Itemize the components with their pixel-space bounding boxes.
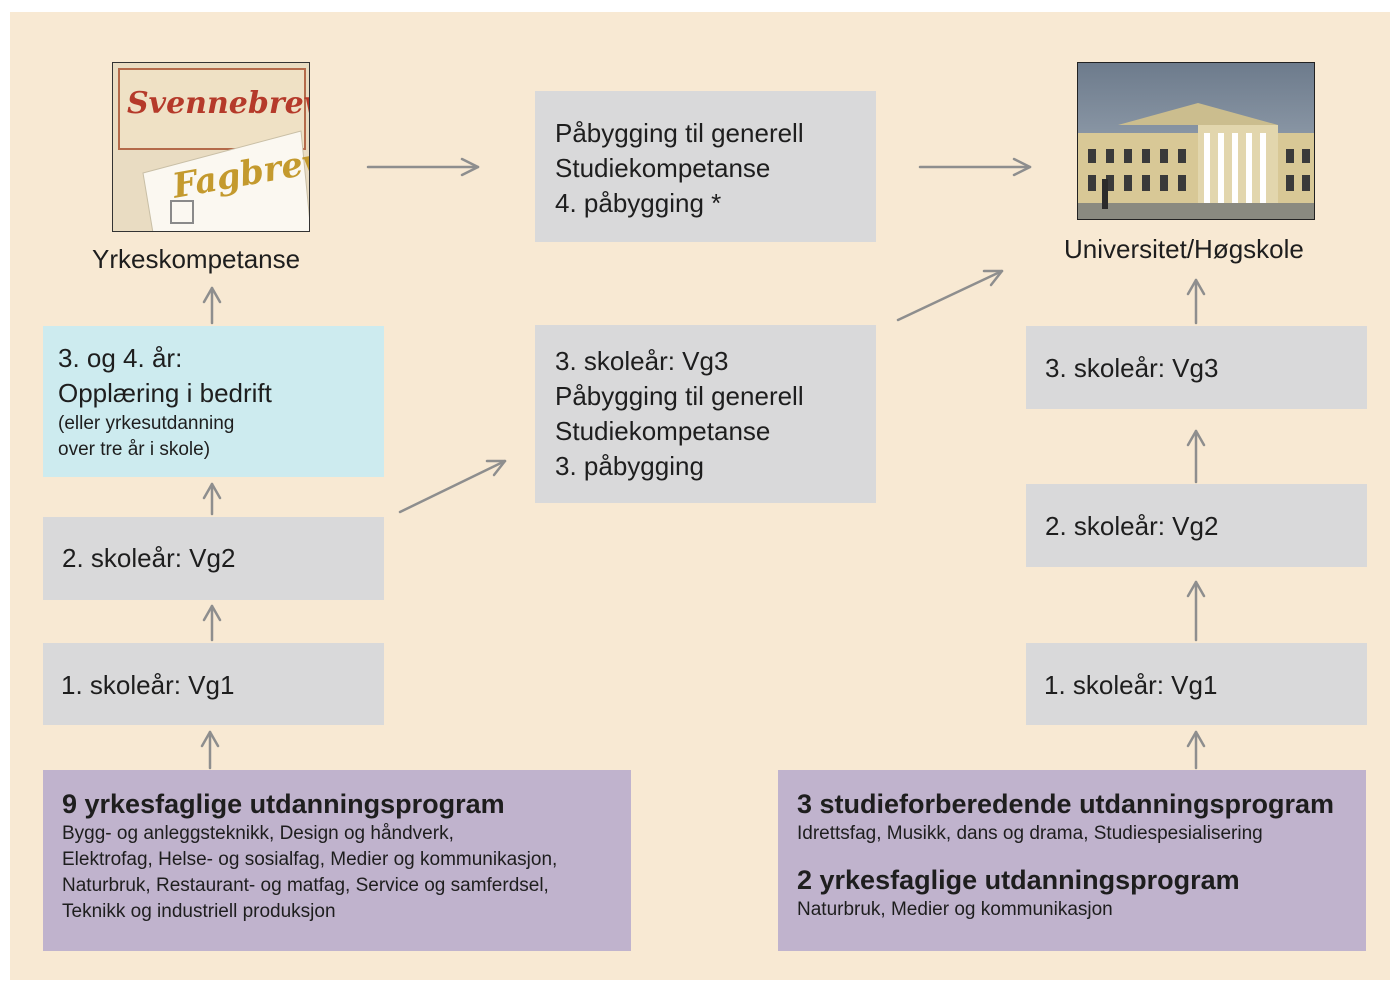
year34-note-1: (eller yrkesutdanning (58, 413, 235, 434)
left-program-line-1: Bygg- og anleggsteknikk, Design og håndv… (62, 823, 454, 844)
right-program1-text: Idrettsfag, Musikk, dans og drama, Studi… (797, 823, 1263, 844)
left-program-line-4: Teknikk og industriell produksjon (62, 901, 336, 922)
right-program1-title: 3 studieforberedende utdanningsprogram (797, 789, 1335, 819)
middle-top-line-1: Påbygging til generell (555, 118, 804, 148)
arrow-left-vg2-to-year34 (202, 482, 222, 516)
arrow-left-year34-to-top (202, 286, 222, 325)
left-year34-box: 3. og 4. år: Opplæring i bedrift (eller … (43, 326, 384, 477)
arrow-top-middle-to-right (918, 157, 1032, 177)
certificate-image: Svennebrev Fagbrev (112, 62, 310, 232)
arrow-left-vg2-to-middle (398, 459, 507, 514)
left-vg1-box: 1. skoleår: Vg1 (43, 643, 384, 725)
right-vg2-box: 2. skoleår: Vg2 (1026, 484, 1367, 567)
middle-bottom-line-1: 3. skoleår: Vg3 (555, 346, 729, 376)
arrow-left-vg1-to-vg2 (202, 604, 222, 642)
middle-bottom-box: 3. skoleår: Vg3 Påbygging til generell S… (535, 325, 876, 503)
left-program-line-3: Naturbruk, Restaurant- og matfag, Servic… (62, 875, 549, 896)
arrow-left-program-to-vg1 (200, 730, 220, 770)
arrow-right-vg1-to-vg2 (1186, 580, 1206, 642)
arrow-right-program-to-vg1 (1186, 730, 1206, 770)
right-vg2-label: 2. skoleår: Vg2 (1045, 511, 1219, 541)
right-vg1-box: 1. skoleår: Vg1 (1026, 643, 1367, 725)
middle-bottom-line-2: Påbygging til generell (555, 381, 804, 411)
left-program-box: 9 yrkesfaglige utdanningsprogram Bygg- o… (43, 770, 631, 951)
right-vg3-label: 3. skoleår: Vg3 (1045, 353, 1219, 383)
arrow-middle-to-university (896, 269, 1004, 322)
right-top-label: Universitet/Høgskole (1064, 234, 1304, 264)
university-illustration (1078, 63, 1314, 219)
left-vg2-box: 2. skoleår: Vg2 (43, 517, 384, 600)
middle-top-line-2: Studiekompetanse (555, 153, 771, 183)
middle-top-line-3: 4. påbygging * (555, 188, 722, 218)
left-vg1-label: 1. skoleår: Vg1 (61, 670, 235, 700)
certificate-illustration: Svennebrev Fagbrev (113, 63, 310, 231)
arrow-top-left-to-middle (366, 157, 480, 177)
right-program2-title: 2 yrkesfaglige utdanningsprogram (797, 865, 1240, 895)
left-program-line-2: Elektrofag, Helse- og sosialfag, Medier … (62, 849, 558, 870)
right-program-box: 3 studieforberedende utdanningsprogram I… (778, 770, 1366, 951)
svennebrev-lettering: Svennebrev (127, 86, 310, 121)
arrow-right-vg3-to-top (1186, 278, 1206, 325)
left-top-label: Yrkeskompetanse (92, 244, 301, 274)
year34-line-2: Opplæring i bedrift (58, 378, 272, 408)
left-vg2-label: 2. skoleår: Vg2 (62, 543, 236, 573)
middle-bottom-line-3: Studiekompetanse (555, 416, 771, 446)
year34-note-2: over tre år i skole) (58, 439, 211, 460)
right-vg3-box: 3. skoleår: Vg3 (1026, 326, 1367, 409)
arrow-right-vg2-to-vg3 (1186, 429, 1206, 484)
university-image (1077, 62, 1315, 220)
middle-top-box: Påbygging til generell Studiekompetanse … (535, 91, 876, 242)
year34-line-1: 3. og 4. år: (58, 343, 183, 373)
right-program2-text: Naturbruk, Medier og kommunikasjon (797, 899, 1113, 920)
right-vg1-label: 1. skoleår: Vg1 (1044, 670, 1218, 700)
left-program-title: 9 yrkesfaglige utdanningsprogram (62, 789, 505, 819)
middle-bottom-line-4: 3. påbygging (555, 451, 704, 481)
